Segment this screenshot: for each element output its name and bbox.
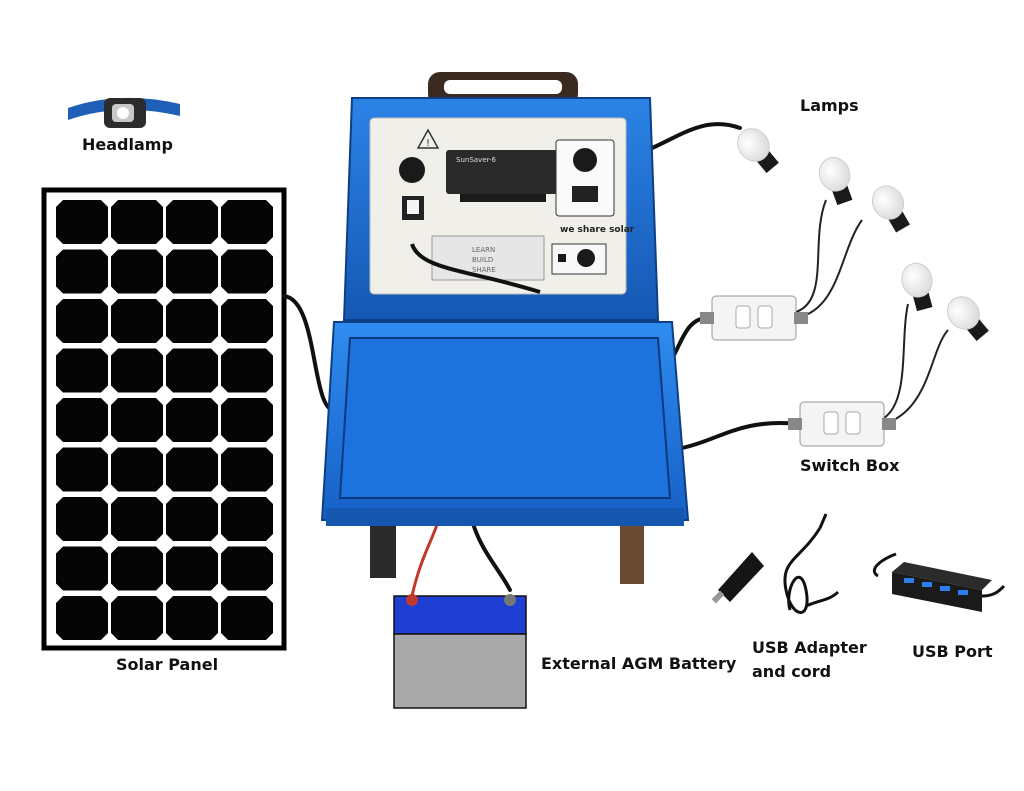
- label-battery: External AGM Battery: [541, 654, 737, 673]
- label-lamps: Lamps: [800, 96, 859, 115]
- solar-cell: [221, 348, 273, 393]
- lamp-wires: [795, 199, 949, 425]
- solar-cell: [56, 447, 108, 492]
- solar-cell: [221, 249, 273, 294]
- label-solar-panel: Solar Panel: [116, 655, 219, 674]
- motto-learn: LEARN: [472, 246, 495, 254]
- warning-icon: !: [416, 128, 440, 149]
- solar-cell: [221, 398, 273, 442]
- motto-share: SHARE: [472, 266, 496, 274]
- solar-cell: [221, 200, 273, 244]
- label-switch-box: Switch Box: [800, 456, 900, 475]
- solar-cell: [56, 348, 108, 393]
- brand-logo: we share solar: [560, 225, 635, 235]
- lamps-group: [737, 128, 989, 342]
- solar-cell: [111, 546, 163, 591]
- case-base: [320, 321, 690, 584]
- voltmeter-dial: [399, 157, 425, 183]
- solar-cell: [166, 200, 218, 244]
- solar-cell: [111, 596, 163, 640]
- solar-panel: [41, 187, 287, 651]
- light-bulb-icon: [818, 156, 853, 206]
- svg-text:!: !: [426, 138, 430, 149]
- solar-cell: [56, 249, 108, 294]
- charge-controller: SunSaver-6: [446, 150, 558, 202]
- solar-cell: [56, 497, 108, 541]
- solar-cell: [166, 447, 218, 492]
- switch-box-2: [788, 401, 896, 447]
- headlamp-icon: [68, 97, 180, 128]
- switch-box-1: [700, 295, 808, 341]
- solar-cell: [56, 596, 108, 640]
- usb-hub-icon: [872, 552, 1006, 612]
- solar-cell: [166, 546, 218, 591]
- solar-cell: [56, 546, 108, 591]
- solar-cell: [56, 200, 108, 244]
- solar-cell: [111, 299, 163, 343]
- solar-cell: [111, 348, 163, 393]
- car-charger-icon: [711, 552, 764, 604]
- motto-build: BUILD: [472, 256, 493, 264]
- solar-cell: [111, 447, 163, 492]
- solar-cell: [111, 200, 163, 244]
- usb-cord: [783, 513, 840, 614]
- light-bulb-icon: [737, 128, 779, 174]
- solar-cells: [56, 200, 273, 640]
- solar-cell: [221, 447, 273, 492]
- solar-cell: [56, 299, 108, 343]
- label-usb-adapter: USB Adapter and cord: [752, 638, 867, 681]
- solar-cell: [221, 299, 273, 343]
- controller-brand: SunSaver-6: [456, 156, 496, 164]
- solar-cell: [166, 299, 218, 343]
- latch-left: [370, 526, 396, 578]
- solar-cell: [166, 249, 218, 294]
- solar-cell: [166, 596, 218, 640]
- solar-cell: [166, 348, 218, 393]
- solar-cell: [56, 398, 108, 442]
- solar-cell: [166, 497, 218, 541]
- solar-cell: [111, 398, 163, 442]
- solar-cell: [166, 398, 218, 442]
- solar-cell: [111, 497, 163, 541]
- label-headlamp: Headlamp: [82, 135, 173, 154]
- label-usb-port: USB Port: [912, 642, 993, 661]
- light-bulb-icon: [871, 185, 910, 233]
- light-bulb-icon: [947, 296, 989, 342]
- solar-cell: [221, 596, 273, 640]
- latch-right: [620, 526, 644, 584]
- solar-cell: [111, 249, 163, 294]
- light-bulb-icon: [901, 262, 933, 312]
- solar-cell: [221, 546, 273, 591]
- case-lid: ! SunSaver-6 LEARN BUILD SHARE we share …: [342, 72, 660, 321]
- agm-battery: [393, 594, 527, 709]
- solar-cell: [221, 497, 273, 541]
